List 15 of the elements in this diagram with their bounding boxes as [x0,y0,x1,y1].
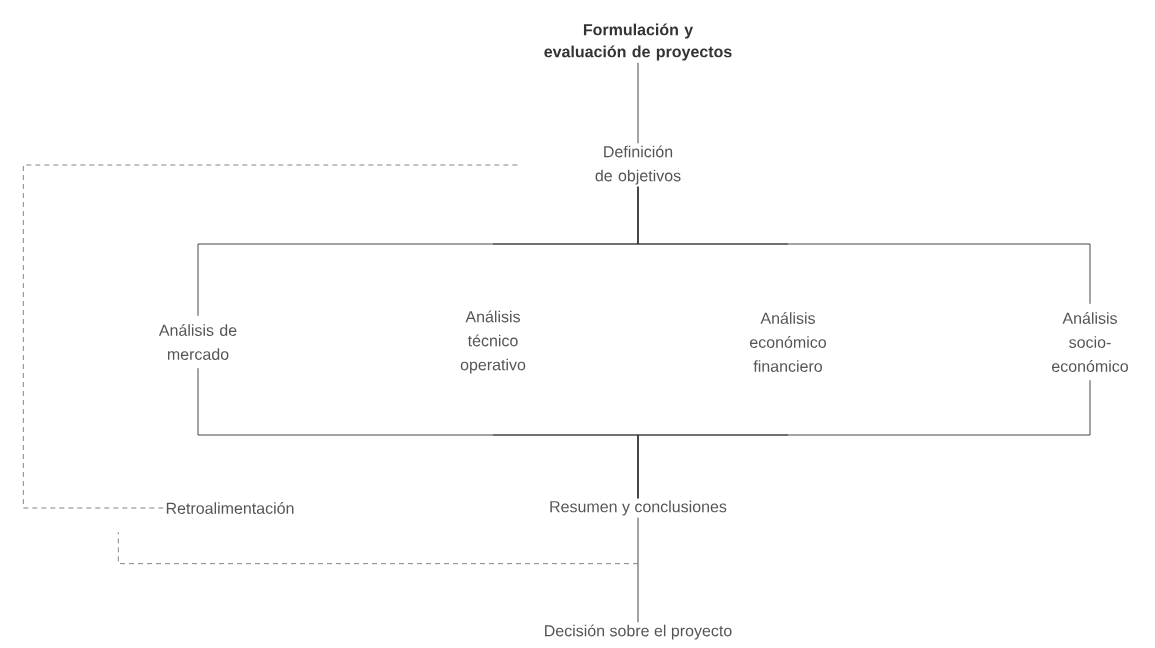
step-label: Análisis de mercado [158,324,237,360]
step-label: Análisis técnico operativo [460,310,526,374]
connector-line [637,379,1091,499]
step-label: Resumen y conclusiones [550,500,727,516]
title-text: Formulación y evaluación de proyectos [544,23,732,61]
step-label: Definición de objetivos [595,145,681,185]
connector-line [637,62,639,144]
step-label: Retroalimentación [166,502,294,514]
dashed-connector [22,164,520,509]
step-label: Decisión sobre el proyecto [545,624,732,640]
dashed-connector [117,531,639,565]
connector-line [637,517,639,623]
step-label: Análisis socio- económico [1052,312,1128,372]
connector-line [637,186,1091,305]
step-label: Análisis económico financiero [750,312,826,372]
